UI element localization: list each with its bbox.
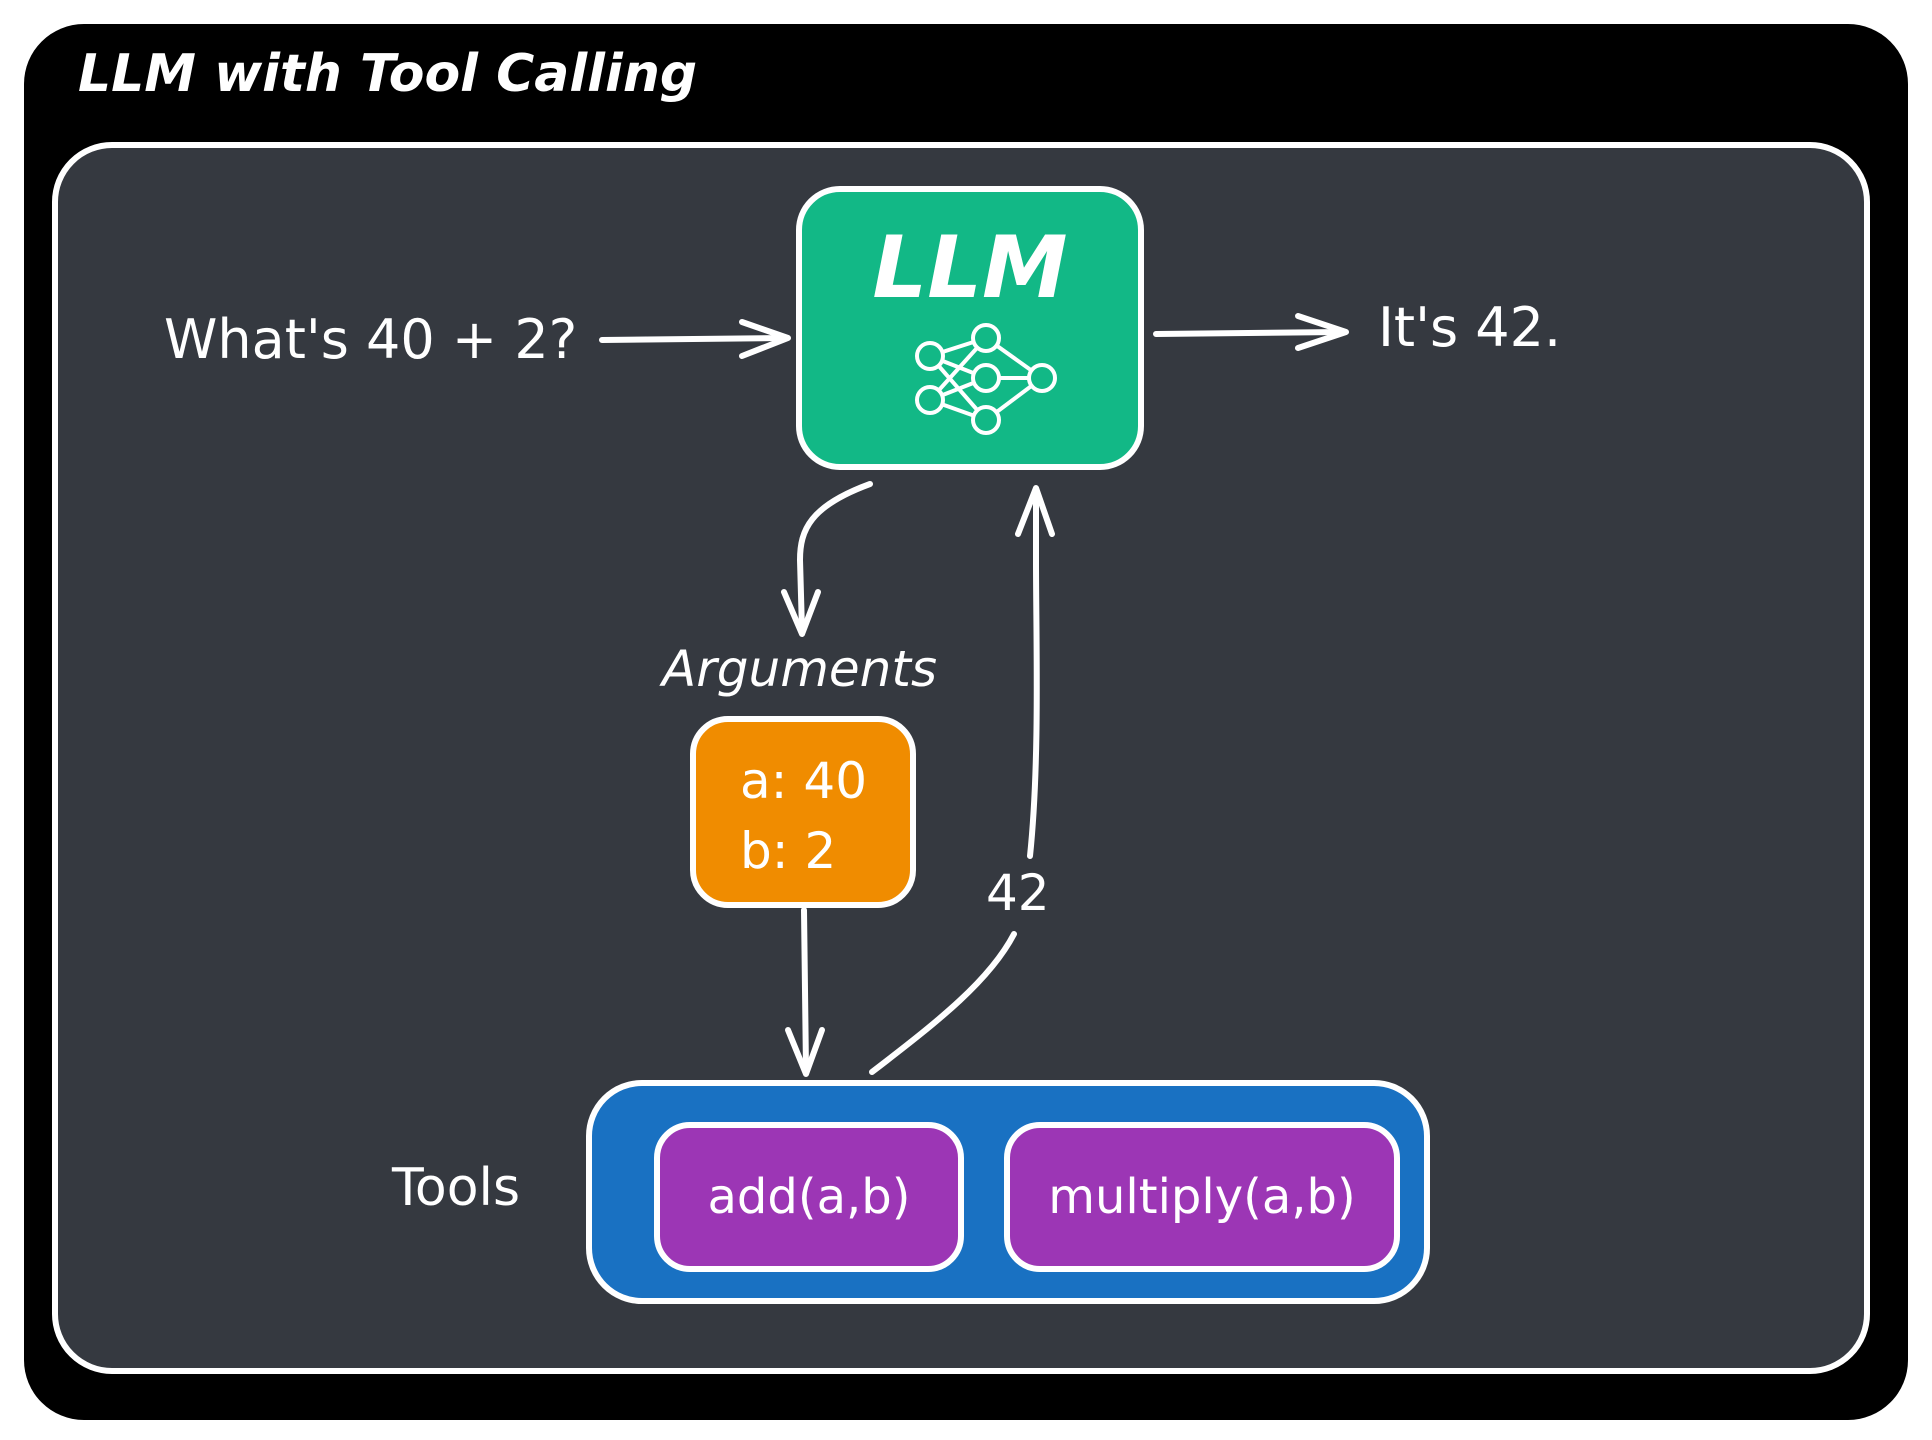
llm-label: LLM [872, 218, 1068, 318]
tool-result-label: 42 [986, 864, 1050, 922]
arguments-node: a: 40 b: 2 [690, 716, 916, 908]
tools-label: Tools [392, 1158, 521, 1218]
output-answer: It's 42. [1378, 296, 1562, 359]
input-question: What's 40 + 2? [164, 308, 578, 371]
llm-node: LLM [796, 186, 1144, 470]
tools-node: add(a,b) multiply(a,b) [586, 1080, 1430, 1304]
tool-multiply: multiply(a,b) [1004, 1122, 1400, 1272]
tool-add: add(a,b) [654, 1122, 964, 1272]
arguments-label: Arguments [662, 640, 937, 698]
neural-network-icon [915, 323, 1057, 435]
argument-a: a: 40 [740, 752, 868, 810]
diagram-title: LLM with Tool Calling [78, 44, 698, 104]
argument-b: b: 2 [740, 822, 837, 880]
